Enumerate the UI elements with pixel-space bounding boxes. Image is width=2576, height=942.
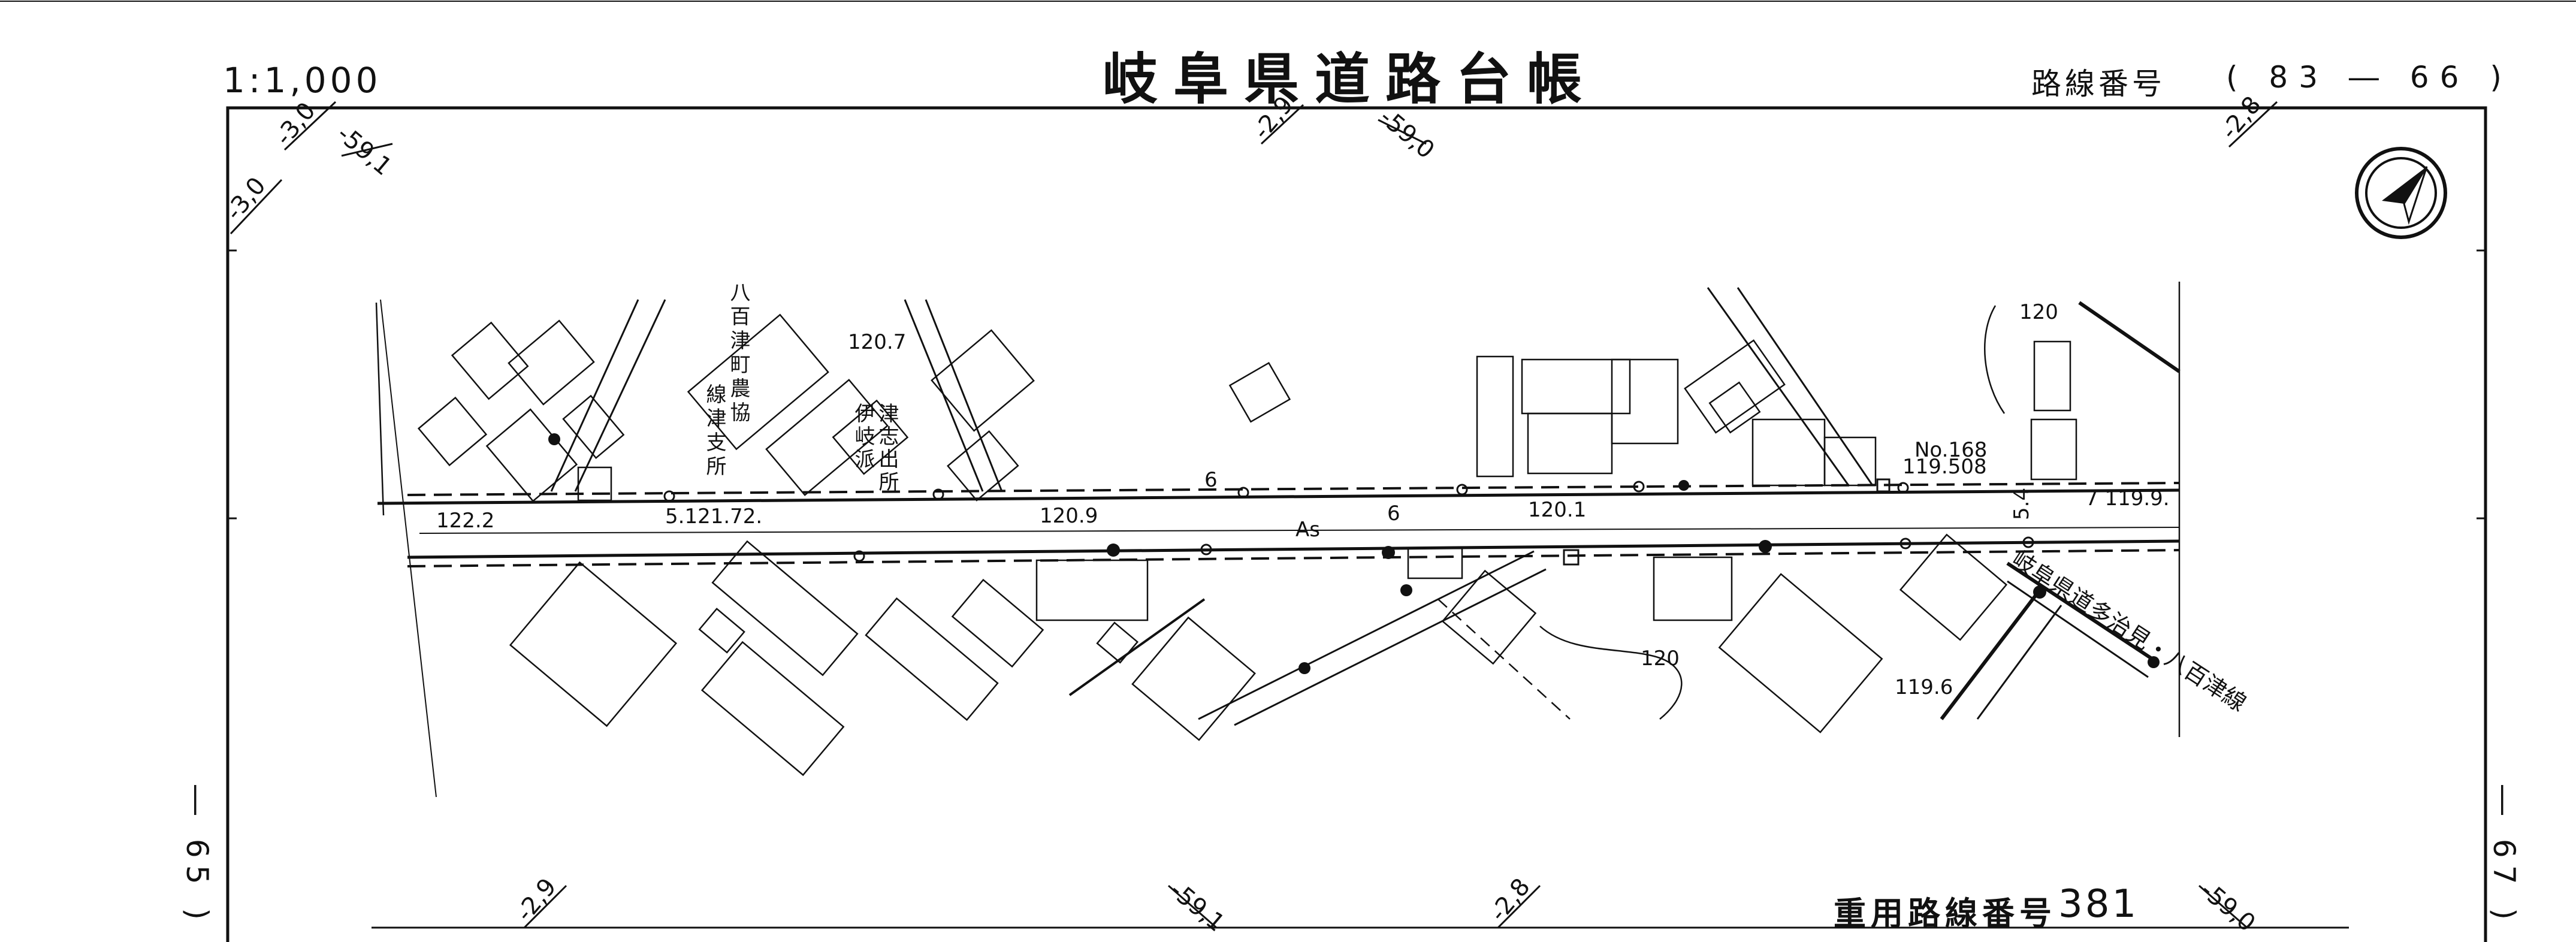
road-edge-south-dash: [407, 549, 2180, 567]
label-elev-1207: 120.7: [848, 330, 906, 354]
adjacent-sheet-left: ― 65 ): [180, 785, 215, 927]
shared-route-label: 重用路線番号: [1834, 895, 2056, 932]
north-arrow-icon: [2355, 147, 2447, 239]
route-number-label: 路線番号: [2031, 67, 2166, 101]
label-elev-1199: 7 119.9.: [2085, 487, 2170, 511]
grid-label-top-2: -3,0: [270, 97, 321, 150]
grid-label-top-5: -59,0: [1375, 103, 1440, 164]
frame-ticks: [228, 249, 2486, 520]
label-elev-1209: 120.9: [1040, 504, 1098, 528]
label-elev-1201: 120.1: [1528, 498, 1586, 522]
road-edge-north: [377, 488, 2180, 505]
label-elev-120b: 120: [1641, 647, 1680, 671]
sheet-frame: [226, 106, 2487, 942]
grid-markers: [229, 101, 2278, 929]
label-police: 伊岐派: [851, 403, 875, 471]
map-area: [375, 282, 2181, 798]
route-number-value: ( 83 ― 66 ): [2226, 60, 2512, 95]
label-width-b: 6: [1387, 502, 1400, 526]
adjacent-sheet-right: ― 67 ): [2487, 785, 2521, 927]
label-elev-12172: 5.121.72.: [665, 505, 762, 529]
grid-label-top-6: -2,8: [2215, 91, 2266, 144]
label-nokyo-2: 線津支所: [702, 384, 726, 479]
label-width-c: 5.4: [2010, 488, 2034, 520]
grid-label-bottom-3: -2,8: [1484, 873, 1535, 926]
label-pavement: As: [1295, 518, 1320, 542]
shared-route-value: 381: [2058, 882, 2139, 926]
markers-open: [663, 478, 2034, 566]
grid-label-top-4: -2,9: [1248, 91, 1298, 144]
label-bm: 119.508: [1902, 455, 1987, 479]
label-police-2: 津志出所: [875, 403, 899, 494]
label-elev-1222: 122.2: [436, 509, 494, 533]
grid-label-bottom-1: -2,9: [511, 873, 561, 926]
label-nokyo: 八百津町農協: [726, 282, 750, 425]
label-pref-road: 岐阜県道多治見・八百津線: [2007, 546, 2251, 717]
road-edge-south: [407, 539, 2180, 559]
road-centerline: [419, 527, 2180, 534]
map-scale: 1:1,000: [223, 60, 382, 101]
road-edge-north-dash: [407, 482, 2180, 496]
map-title: 岐阜県道路台帳: [1103, 47, 1598, 111]
label-no168: No.168: [1914, 438, 1987, 462]
grid-label-top-3: -59,1: [332, 120, 397, 181]
utility-poles: [548, 433, 2160, 674]
label-elev-120a: 120: [2019, 300, 2058, 324]
label-width-a: 6: [1204, 468, 1218, 492]
label-elev-1196: 119.6: [1895, 675, 1953, 699]
